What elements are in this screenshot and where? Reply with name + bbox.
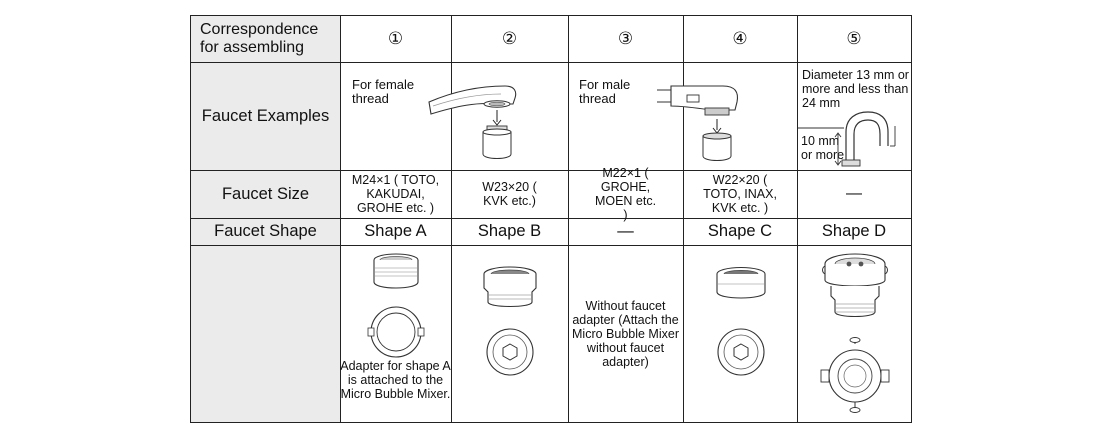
- header-row-label: Correspondence for assembling: [200, 21, 319, 56]
- height-note: 10 mm or more: [801, 134, 845, 162]
- faucet-size-5: —: [846, 185, 862, 202]
- faucet-shape-5: Shape D: [821, 222, 887, 240]
- shape-d-adapter-illustration: [820, 253, 890, 413]
- row-label-faucet-examples: Faucet Examples: [201, 106, 330, 125]
- male-thread-faucet-illustration: [657, 85, 739, 161]
- column-header-2: ②: [501, 29, 518, 48]
- shape-a-adapter-illustration: [367, 253, 425, 358]
- row-label-faucet-size: Faucet Size: [221, 184, 310, 203]
- row-label-faucet-shape: Faucet Shape: [214, 222, 317, 240]
- divider: [191, 62, 911, 63]
- faucet-shape-3: —: [617, 222, 634, 240]
- faucet-size-1: M24×1 ( TOTO, KAKUDAI, GROHE etc. ): [351, 173, 440, 215]
- faucet-size-3: M22×1 ( GROHE, MOEN etc. ): [594, 166, 657, 222]
- shape-d-faucet-illustration: [798, 111, 896, 167]
- faucet-shape-2: Shape B: [477, 222, 542, 240]
- label-column: [191, 16, 340, 422]
- divider: [340, 16, 341, 422]
- compatibility-table: Correspondence for assembling ① ② ③ ④ ⑤ …: [190, 15, 912, 423]
- faucet-shape-4: Shape C: [707, 222, 773, 240]
- female-thread-label: For female thread: [352, 77, 415, 106]
- divider: [451, 16, 452, 422]
- column-header-4: ④: [732, 29, 748, 48]
- faucet-shape-1: Shape A: [364, 222, 427, 240]
- divider: [568, 16, 569, 422]
- female-thread-faucet-illustration: [428, 85, 517, 159]
- divider: [797, 16, 798, 422]
- divider: [191, 218, 911, 219]
- diameter-note: Diameter 13 mm or more and less than 24 …: [802, 68, 909, 110]
- shape-b-adapter-illustration: [483, 266, 537, 376]
- faucet-size-4: W22×20 ( TOTO, INAX, KVK etc. ): [703, 173, 777, 215]
- divider: [191, 245, 911, 246]
- faucet-size-2: W23×20 ( KVK etc.): [482, 180, 537, 208]
- shape-c-adapter-illustration: [716, 266, 766, 376]
- column-header-5: ⑤: [846, 29, 862, 48]
- divider: [683, 16, 684, 422]
- column-header-1: ①: [387, 29, 404, 48]
- no-adapter-note: Without faucet adapter (Attach the Micro…: [572, 298, 679, 369]
- male-thread-label: For male thread: [579, 77, 631, 106]
- column-header-3: ③: [617, 29, 634, 48]
- shape-a-adapter-note: Adapter for shape A is attached to the M…: [340, 359, 451, 401]
- divider: [191, 170, 911, 171]
